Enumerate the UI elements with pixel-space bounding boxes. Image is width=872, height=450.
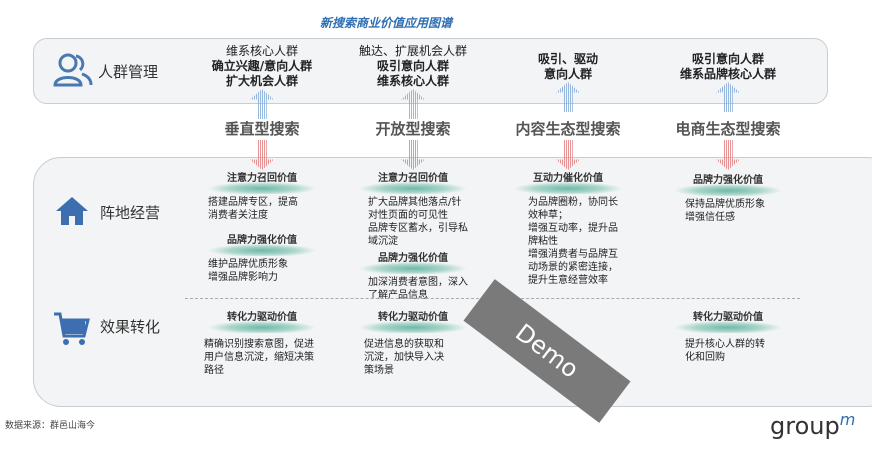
search-type-label: 内容生态型搜索 (515, 120, 621, 138)
logo-text: group (770, 412, 840, 440)
people-icon (53, 53, 93, 87)
audience-line: 意向人群 (543, 67, 592, 81)
value-header: 注意力召回价值 (359, 172, 467, 194)
row-label-position: 阵地经营 (100, 204, 161, 222)
value-header: 互动力催化价值 (514, 172, 622, 194)
value-body: 保持品牌优质形象 增强信任感 (685, 199, 765, 223)
audience-line: 维系核心人群 (225, 44, 298, 58)
value-body: 为品牌圈粉，协同长 效种草； 增强互动率，提升品 牌粘性 增强消费者与品牌互 动… (528, 197, 618, 286)
audience-line: 维系核心人群 (376, 74, 449, 88)
value-panel (33, 157, 872, 407)
value-header: 转化力驱动价值 (208, 311, 316, 333)
logo-sup: m (839, 410, 856, 429)
audience-line: 触达、扩展机会人群 (358, 44, 467, 58)
value-header: 品牌力强化价值 (208, 234, 316, 256)
value-body: 加深消费者意图，深入 了解产品信息 (368, 277, 468, 301)
audience-panel (33, 38, 828, 104)
home-icon (56, 197, 88, 225)
value-body: 维护品牌优质形象 增强品牌影响力 (208, 259, 288, 283)
groupm-logo: groupm (770, 410, 855, 440)
value-body: 促进信息的获取和 沉淀，加快导入决 策场景 (364, 339, 444, 376)
audience-line: 维系品牌核心人群 (679, 67, 776, 81)
row-label-audience: 人群管理 (98, 63, 159, 81)
search-type-label: 电商生态型搜索 (675, 120, 781, 138)
value-body: 精确识别搜索意图，促进 用户信息沉淀，缩短决策 路径 (204, 339, 314, 376)
audience-line: 吸引意向人群 (376, 59, 449, 73)
row-label-conversion: 效果转化 (100, 318, 161, 336)
value-body: 搭建品牌专区，提高 消费者关注度 (208, 197, 298, 221)
value-header: 品牌力强化价值 (359, 252, 467, 274)
cart-icon (54, 312, 90, 345)
value-body: 提升核心人群的转 化和回购 (685, 339, 765, 363)
audience-text: 吸引、驱动意向人群 (493, 52, 643, 82)
audience-line: 吸引、驱动 (537, 52, 598, 66)
value-header: 转化力驱动价值 (359, 311, 467, 333)
value-header: 转化力驱动价值 (674, 311, 782, 333)
audience-text: 吸引意向人群维系品牌核心人群 (653, 52, 803, 82)
audience-text: 触达、扩展机会人群吸引意向人群维系核心人群 (338, 44, 488, 89)
value-body: 扩大品牌其他落点/针 对性页面的可见性 品牌专区蓄水，引导私 域沉淀 (368, 197, 468, 247)
search-type-label: 垂直型搜索 (224, 120, 300, 138)
diagram-title: 新搜索商业价值应用图谱 (320, 16, 453, 30)
audience-line: 吸引意向人群 (691, 52, 764, 66)
value-header: 品牌力强化价值 (674, 174, 782, 196)
search-type-label: 开放型搜索 (375, 120, 451, 138)
audience-line: 确立兴趣/意向人群 (211, 59, 313, 73)
value-header: 注意力召回价值 (208, 172, 316, 194)
audience-text: 维系核心人群确立兴趣/意向人群扩大机会人群 (187, 44, 337, 89)
audience-line: 扩大机会人群 (225, 74, 298, 88)
data-source: 数据来源：群邑山海今 (5, 421, 96, 431)
